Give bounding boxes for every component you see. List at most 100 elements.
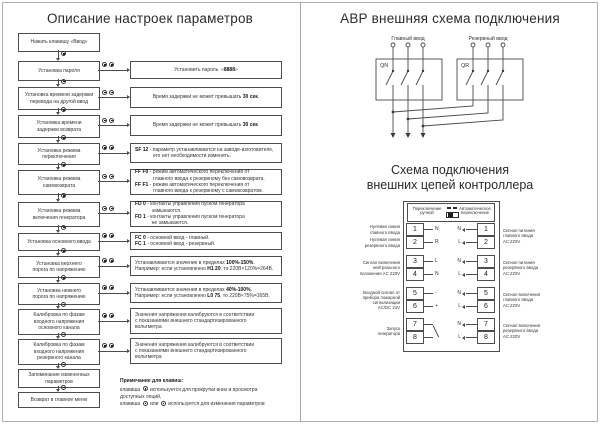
flow-desc: FF F0 - режим автоматического переключен… — [130, 169, 282, 195]
jumper-open-icon — [447, 207, 451, 209]
terminal-square: 7 — [406, 318, 424, 331]
flow-arrow-head — [126, 179, 130, 183]
terminal-group-label: Сигнал питания главного ввода AC 220V — [503, 228, 535, 244]
flow-step-label: Возврат в главное меню — [30, 396, 88, 403]
flow-connector-arrow — [56, 140, 60, 143]
wire-label: N — [457, 258, 461, 264]
flow-arrow-head — [126, 123, 130, 127]
terminal-wire — [466, 229, 477, 230]
terminal-number: 3 — [413, 258, 417, 265]
flow-arrow-line — [98, 97, 127, 98]
down-key-icon — [109, 205, 114, 211]
terminal-group-label: Нулевая линия резервного ввода — [364, 237, 400, 248]
flow-desc: Значения напряжения калибруются в соотве… — [130, 308, 282, 334]
terminal-number: 5 — [484, 290, 488, 297]
terminal-number: 6 — [413, 303, 417, 310]
flow-step: Установка нижнего порога по напряжению — [18, 283, 100, 305]
wire-label: R — [435, 239, 439, 245]
flow-connector-arrow — [56, 58, 60, 61]
flow-step-label: Установка верхнего порога по напряжению — [32, 260, 86, 273]
down-key-icon — [109, 343, 114, 348]
flow-connector-line — [58, 303, 59, 306]
flow-arrow-line — [98, 240, 127, 242]
flow-arrow-line — [98, 125, 127, 126]
flow-step-label: Установка нижнего порога по напряжению — [32, 287, 86, 300]
wire-label: L — [458, 271, 461, 277]
flow-desc: SF 12 - параметр устанавливается на заво… — [130, 143, 282, 163]
wire-label: - — [435, 290, 437, 296]
flow-arrow-head — [126, 67, 130, 72]
terminal-square: 5 — [477, 287, 495, 300]
terminal-number: 1 — [484, 226, 488, 233]
flow-step: Калибровка по фазам входного напряжения … — [18, 309, 100, 335]
wire-arrow-head — [462, 335, 465, 340]
flow-connector-arrow — [56, 167, 60, 170]
flow-step: Установка пароля — [18, 61, 100, 81]
terminal-square: 5 — [406, 287, 424, 300]
terminal-wire — [466, 337, 477, 338]
wire-label: L — [435, 258, 438, 264]
controller-diagram-title-line2: внешних цепей контроллера — [366, 178, 534, 192]
flow-step: Возврат в главное меню — [18, 392, 100, 408]
terminal-number: 4 — [484, 271, 488, 278]
terminal-number: 3 — [484, 258, 488, 265]
flow-connector-line — [58, 225, 59, 230]
terminal-wire — [424, 324, 433, 325]
flow-step: Нажать клавишу «Ввод» — [18, 33, 100, 52]
flow-step-label: Установка пароля — [38, 67, 80, 74]
qr-breaker-label: QR — [461, 63, 469, 69]
down-key-icon — [160, 400, 166, 406]
flow-connector-arrow — [56, 253, 60, 256]
note-text: клавиша — [120, 401, 142, 408]
left-column-title: Описание настроек параметров — [46, 11, 254, 26]
wire-label: + — [435, 303, 438, 309]
enter-key-icon — [61, 384, 66, 390]
terminal-group-label: Нулевая линия главного ввода — [369, 224, 400, 235]
terminal-square: 8 — [406, 331, 424, 344]
terminal-square: 4 — [406, 268, 424, 281]
up-key-icon — [102, 343, 107, 348]
flow-step-label: Калибровка по фазам входного напряжения … — [33, 312, 85, 332]
terminal-group-label: Сигнал включения нейтрального положения … — [359, 260, 400, 276]
flow-connector-line — [58, 276, 59, 280]
flow-step: Установка основного ввода — [18, 233, 100, 251]
flow-step: Калибровка по фазам входного напряжения … — [18, 339, 100, 365]
wire-arrow-head — [462, 272, 465, 277]
flow-connector-arrow — [56, 230, 60, 233]
flow-step-label: Установка времени задержки возврата — [36, 120, 82, 133]
flow-step-label: Запоминание измененных параметров — [28, 372, 90, 385]
terminal-wire — [424, 293, 433, 294]
terminal-wire — [466, 293, 477, 294]
terminal-square: 7 — [477, 318, 495, 331]
controller-terminal-block — [403, 201, 500, 352]
flow-arrow-line — [98, 213, 127, 214]
down-key-icon — [109, 258, 114, 263]
manual-mode-label: Переключение ручной — [412, 205, 442, 216]
enter-key-icon — [142, 386, 148, 392]
enter-key-icon — [61, 248, 66, 253]
terminal-wire — [466, 324, 477, 325]
flow-connector-line — [58, 136, 59, 140]
terminal-square: 6 — [477, 300, 495, 313]
flow-connector-line — [58, 79, 59, 84]
wire-label: N — [457, 321, 461, 327]
enter-key-icon — [61, 224, 66, 230]
flow-connector-arrow — [56, 199, 60, 202]
terminal-number: 2 — [413, 239, 417, 246]
flow-desc: Устанавливается значения в пределах 40%-… — [130, 283, 282, 303]
terminal-square: 4 — [477, 268, 495, 281]
terminal-group-label: Запуск генератора — [377, 325, 400, 336]
terminal-number: 5 — [413, 290, 417, 297]
keys-note-heading: Примечание для клавиш: — [120, 378, 184, 384]
mode-switch-box: Переключение ручной Автоматическое перек… — [407, 203, 495, 222]
terminal-number: 6 — [484, 303, 488, 310]
terminal-wire — [424, 242, 433, 243]
down-key-icon — [109, 313, 114, 318]
flow-arrow-head — [126, 348, 130, 353]
flow-step: Запоминание измененных параметров — [18, 369, 100, 388]
flow-connector-line — [58, 333, 59, 336]
terminal-wire — [424, 261, 433, 262]
terminal-number: 8 — [484, 334, 488, 341]
flow-step: Установка режима включения генератора — [18, 202, 100, 227]
wire-arrow-head — [462, 240, 465, 245]
